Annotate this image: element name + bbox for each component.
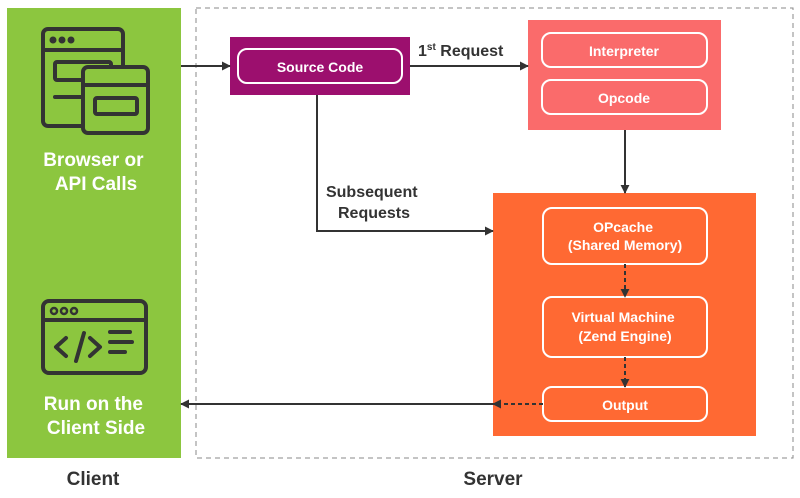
server-panel-label: Server bbox=[463, 469, 523, 490]
svg-text:Virtual Machine (Zend Engi: Virtual Machine (Zend Engine) bbox=[571, 309, 678, 344]
opcode-pill bbox=[541, 79, 708, 115]
server-boundary bbox=[195, 7, 794, 459]
subsequent-requests-line2: Requests bbox=[338, 205, 410, 222]
virtual-machine-label-line1: Virtual Machine bbox=[571, 309, 674, 325]
output-label: Output bbox=[602, 397, 648, 413]
opcache-label-line1: OPcache bbox=[593, 219, 653, 235]
interpreter-label: Interpreter bbox=[589, 43, 660, 59]
source-code-box bbox=[230, 37, 410, 95]
client-top-caption-line1: Browser or bbox=[43, 150, 144, 171]
arrow-source-to-engine bbox=[316, 95, 494, 236]
svg-text:Browser or API Calls: Browser or API Calls bbox=[43, 150, 149, 195]
client-bottom-caption-line1: Run on the bbox=[44, 394, 143, 415]
browser-window-icon bbox=[41, 27, 150, 135]
source-code-label: Source Code bbox=[277, 59, 364, 75]
client-bottom-caption-line2: Client Side bbox=[47, 418, 145, 439]
svg-text:OPcache (Shared Memory): OPcache (Shared Memory) bbox=[568, 219, 682, 253]
subsequent-requests-line1: Subsequent bbox=[326, 184, 418, 201]
interpreter-box bbox=[528, 20, 721, 130]
opcache-label-line2: (Shared Memory) bbox=[568, 237, 682, 253]
first-request-label: 1st Request bbox=[418, 42, 504, 60]
source-code-pill bbox=[237, 48, 403, 84]
engine-box bbox=[493, 193, 756, 436]
client-top-caption-line2: API Calls bbox=[55, 174, 137, 195]
svg-text:Subsequent Requests: Subsequent Requests bbox=[326, 184, 422, 222]
virtual-machine-label-line2: (Zend Engine) bbox=[578, 328, 671, 344]
svg-text:Run on the Client Side: Run on the Client Side bbox=[44, 394, 148, 439]
opcode-label: Opcode bbox=[598, 90, 650, 106]
client-panel-label: Client bbox=[67, 469, 120, 490]
interpreter-pill bbox=[541, 32, 708, 68]
code-window-icon bbox=[41, 299, 148, 375]
